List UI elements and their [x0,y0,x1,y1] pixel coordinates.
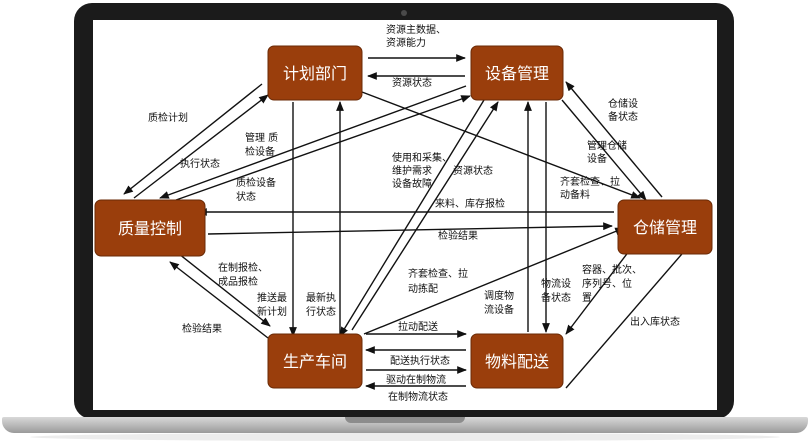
edge-label: 出入库状态 [630,315,680,328]
edge-label: 质检设备 [236,176,276,189]
edge-label: 在制报检、 [218,261,268,274]
edge-label: 资源主数据、 [386,23,446,36]
edge-label: 备状态 [608,110,638,123]
arrow-workshop-to-quality [169,261,269,339]
edge-label: 动拣配 [408,282,438,295]
edge-label: 驱动在制物流 [386,373,446,386]
node-planning: 计划部门 [267,45,363,101]
edge-label: 仓储设 [608,97,638,110]
arrow-quality-to-planning [133,94,269,199]
arrows [123,54,695,390]
edge-label: 设备故障 [392,177,432,190]
edge-label: 容器、批次、 [582,263,642,276]
edge-label: 流设备 [484,303,514,316]
node-warehouse-label: 仓储管理 [633,218,697,237]
arrow-planning-to-quality [123,83,263,195]
edge-label: 质检计划 [148,111,188,124]
edge-label: 齐套检查、拉 [560,175,620,188]
edge-label: 资源状态 [453,164,493,177]
edge-label: 管理 质 [245,131,278,144]
edge-label: 调度物 [484,289,514,302]
node-equipment-label: 设备管理 [485,64,549,83]
arrow-planning-to-warehouse [361,91,641,199]
edge-label: 在制物流状态 [388,390,448,403]
node-distribution: 物料配送 [470,333,564,389]
laptop-notch [345,417,465,423]
edge-label: 行状态 [306,305,336,318]
arrow-warehouse-to-equipment [565,81,663,198]
edge-label: 物流设 [541,277,571,290]
node-distribution-label: 物料配送 [485,352,549,371]
arrow-equipment-to-quality [159,85,467,199]
edge-label: 来料、库存报检 [435,197,505,210]
edge-label: 检验结果 [182,322,222,335]
node-warehouse: 仓储管理 [617,199,713,255]
edge-label: 维护需求 [392,164,432,177]
edge-label: 置 [582,292,592,304]
edge-label: 设备 [587,152,607,165]
arrow-distribution-to-warehouse [565,239,695,389]
laptop-shadow [30,433,780,441]
edge-label: 最新执 [306,291,336,304]
edge-label: 新计划 [257,305,287,318]
edge-label: 拉动配送 [398,320,438,333]
node-workshop-label: 生产车间 [283,352,347,371]
edge-labels: 资源主数据、 资源能力 资源状态 质检计划 执行状态 管理 质 检设备 质检设备… [148,23,680,403]
arrow-quality-to-warehouse [207,222,613,235]
arrow-quality-to-workshop [173,249,271,327]
arrow-workshop-to-equipment [351,101,499,331]
edge-label: 序列号、位 [582,277,632,290]
edge-label: 齐套检查、拉 [408,267,468,280]
node-equipment: 设备管理 [470,45,564,101]
edge-label: 执行状态 [180,157,220,170]
edge-label: 管理仓储 [587,139,627,152]
edge-label: 检验结果 [438,229,478,242]
edge-label: 成品报检 [218,275,258,288]
camera-icon [401,10,407,16]
edge-label: 备状态 [541,291,571,304]
edge-label: 资源能力 [386,36,426,49]
node-quality: 质量控制 [94,199,206,257]
edge-label: 使用和采集、 [392,151,452,164]
edge-label: 状态 [236,190,256,203]
laptop-base [2,417,808,433]
edge-label: 动备料 [560,188,590,201]
edge-label: 资源状态 [392,76,432,89]
arrow-equipment-to-workshop [339,99,485,337]
arrow-equipment-to-warehouse [561,99,647,201]
node-workshop: 生产车间 [267,333,363,389]
node-quality-label: 质量控制 [118,219,182,238]
edge-label: 配送执行状态 [390,354,450,367]
edge-label: 检设备 [245,145,275,158]
edge-label: 推送最 [257,291,287,304]
node-planning-label: 计划部门 [283,64,347,83]
arrow-workshop-to-warehouse [363,227,625,335]
arrow-quality-to-equipment [175,95,471,201]
